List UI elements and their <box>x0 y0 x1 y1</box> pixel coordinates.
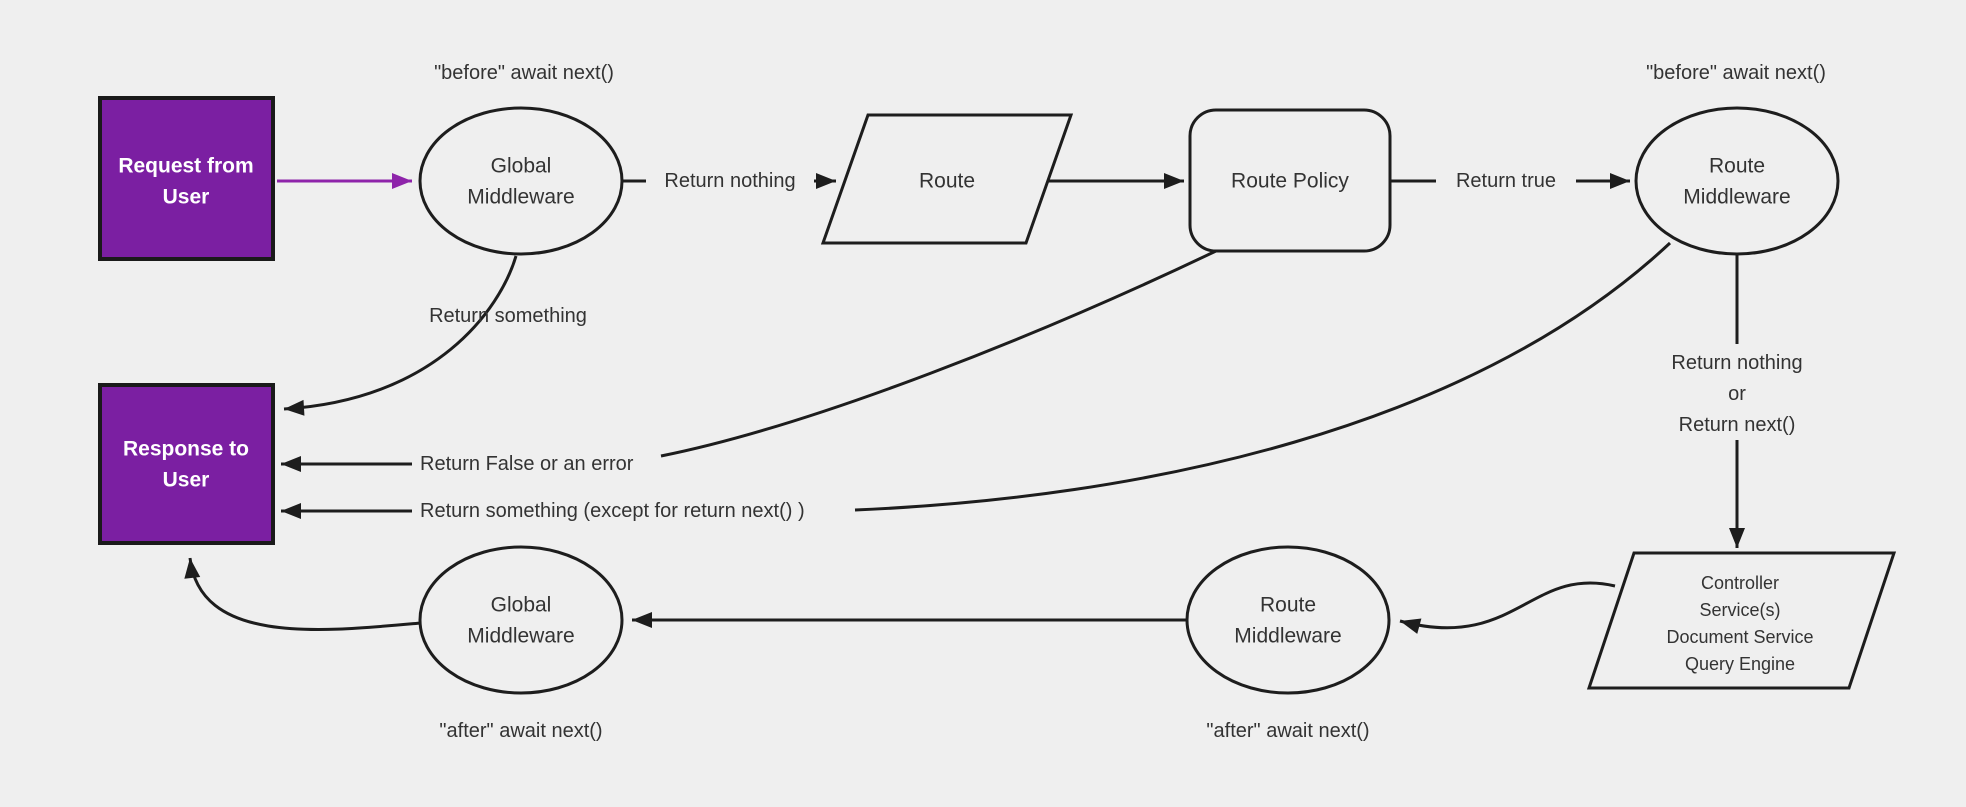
label-return-something-except: Return something (except for return next… <box>420 500 805 522</box>
edge-controller-to-route-middleware-bottom <box>1399 581 1616 634</box>
node-route: Route <box>820 113 1074 245</box>
controller-label-line4: Query Engine <box>1685 654 1795 674</box>
global-middleware-top-label-line1: Global <box>491 155 552 178</box>
node-route-policy: Route Policy <box>1188 108 1392 253</box>
label-return-false-or-error: Return False or an error <box>420 453 634 475</box>
route-policy-label: Route Policy <box>1231 170 1349 193</box>
global-middleware-bottom-label-line1: Global <box>491 594 552 617</box>
label-after-await-left: "after" await next() <box>439 720 602 742</box>
route-middleware-bottom-label-line2: Middleware <box>1234 625 1341 648</box>
controller-label-line1: Controller <box>1701 573 1779 593</box>
label-mask-return-true <box>1436 166 1576 196</box>
edge-global-middleware-bottom-to-response <box>184 557 422 631</box>
node-global-middleware-bottom: Global Middleware <box>418 545 624 695</box>
request-from-user-label-line1: Request from <box>118 155 253 178</box>
response-to-user-label-line1: Response to <box>123 438 249 461</box>
label-return-true: Return true <box>1456 170 1556 192</box>
edges <box>184 173 1745 634</box>
node-response-to-user: Response to User <box>98 383 275 545</box>
label-before-await-right: "before" await next() <box>1646 62 1826 84</box>
node-controller-services: Controller Service(s) Document Service Q… <box>1586 551 1897 690</box>
label-return-nothing-or-line3: Return next() <box>1679 414 1796 436</box>
edge-labels: "before" await next() "before" await nex… <box>420 62 1826 742</box>
node-request-from-user: Request from User <box>98 96 275 261</box>
label-before-await-left: "before" await next() <box>434 62 614 84</box>
label-return-nothing-or-line1: Return nothing <box>1671 352 1802 374</box>
node-route-middleware-bottom: Route Middleware <box>1185 545 1391 695</box>
label-after-await-right: "after" await next() <box>1206 720 1369 742</box>
edge-route-middleware-to-response-curve <box>854 241 1672 512</box>
node-global-middleware-top: Global Middleware <box>418 106 624 256</box>
response-to-user-label-line2: User <box>163 469 210 492</box>
route-middleware-top-label-line1: Route <box>1709 155 1765 178</box>
request-from-user-label-line2: User <box>163 186 210 209</box>
edge-route-policy-to-response-curve <box>660 249 1217 458</box>
route-label: Route <box>919 170 975 193</box>
edge-global-middleware-to-response <box>283 255 518 416</box>
label-mask-return-nothing <box>646 166 814 196</box>
global-middleware-bottom-label-line2: Middleware <box>467 625 574 648</box>
node-route-middleware-top: Route Middleware <box>1634 106 1840 256</box>
route-middleware-bottom-label-line1: Route <box>1260 594 1316 617</box>
controller-label-line2: Service(s) <box>1699 600 1780 620</box>
label-return-nothing-or-line2: or <box>1728 383 1746 405</box>
label-return-something: Return something <box>429 305 587 327</box>
label-return-nothing: Return nothing <box>664 170 795 192</box>
controller-label-line3: Document Service <box>1666 627 1813 647</box>
route-middleware-top-label-line2: Middleware <box>1683 186 1790 209</box>
global-middleware-top-label-line2: Middleware <box>467 186 574 209</box>
